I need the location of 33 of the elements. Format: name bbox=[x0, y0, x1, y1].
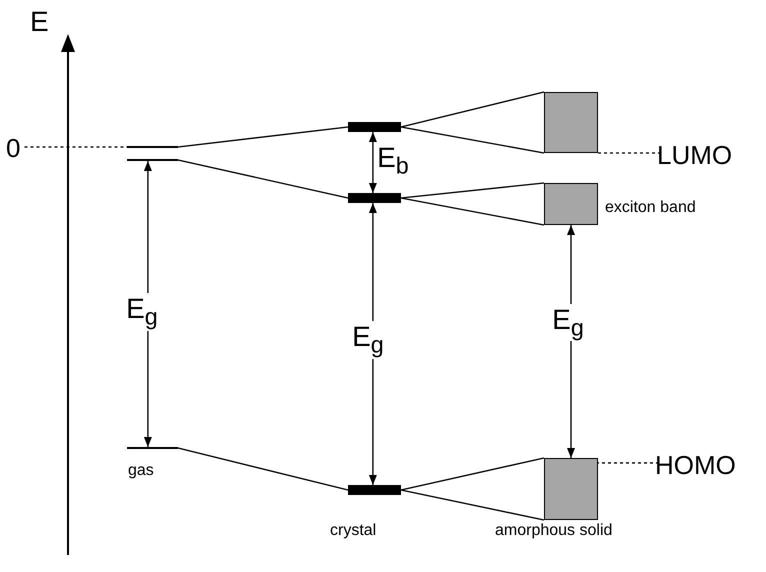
energy-level-bar bbox=[348, 193, 401, 203]
band-box bbox=[544, 183, 598, 225]
connector-line bbox=[400, 91, 544, 128]
edge-label: E$_{g}$ bbox=[552, 304, 584, 342]
leader-line bbox=[598, 152, 661, 154]
energy-level-line bbox=[127, 159, 178, 161]
connector-line bbox=[400, 457, 544, 491]
connector-line bbox=[400, 182, 544, 199]
leader-line bbox=[24, 146, 127, 148]
phase-label: crystal bbox=[330, 523, 376, 539]
edge-label: E$_{g}$ bbox=[126, 293, 158, 331]
axis-label: E bbox=[30, 8, 49, 36]
level-label: LUMO bbox=[657, 142, 732, 168]
connector-line bbox=[400, 126, 544, 154]
axis-zero-label: 0 bbox=[6, 135, 20, 161]
energy-level-bar bbox=[348, 485, 401, 495]
connector-line bbox=[178, 126, 348, 148]
band-label: exciton band bbox=[605, 200, 696, 216]
level-label: HOMO bbox=[655, 452, 736, 478]
double-arrow bbox=[368, 132, 377, 193]
energy-level-bar bbox=[348, 122, 401, 132]
connector-line bbox=[178, 159, 348, 199]
connector-line bbox=[400, 489, 544, 521]
edge-label: E$_{g}$ bbox=[352, 321, 384, 359]
phase-label: amorphous solid bbox=[495, 523, 612, 539]
energy-level-line bbox=[127, 146, 178, 148]
phase-label: gas bbox=[128, 463, 154, 479]
leader-line bbox=[598, 462, 659, 464]
connector-line bbox=[400, 197, 544, 226]
connector-line bbox=[178, 447, 348, 491]
band-box bbox=[544, 458, 598, 520]
energy-level-line bbox=[127, 447, 178, 449]
band-box bbox=[544, 92, 598, 153]
